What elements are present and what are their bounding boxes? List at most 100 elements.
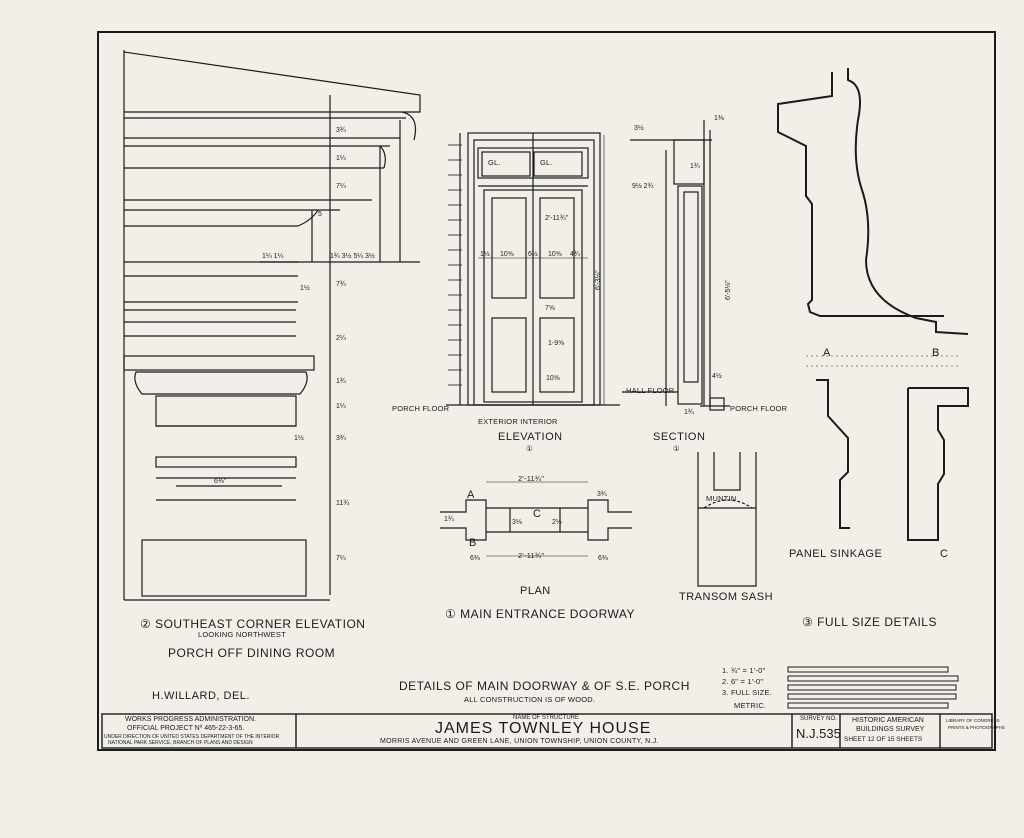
transom-glass-right: GL. xyxy=(540,158,553,167)
svg-text:1¾: 1¾ xyxy=(336,378,346,385)
structure-name: JAMES TOWNLEY HOUSE xyxy=(435,720,652,737)
plan-drawing xyxy=(440,481,632,557)
svg-text:7¼: 7¼ xyxy=(336,555,346,562)
svg-text:6⅜: 6⅜ xyxy=(598,555,608,562)
corner-elevation-drawing xyxy=(123,50,421,601)
section-number: ① xyxy=(673,444,680,453)
corner-elevation-title: ② SOUTHEAST CORNER ELEVATION xyxy=(140,617,366,631)
svg-text:6'-3⅛": 6'-3⅛" xyxy=(595,270,602,290)
corner-elevation-caption: PORCH OFF DINING ROOM xyxy=(168,646,336,660)
svg-text:1½: 1½ xyxy=(294,434,304,442)
scale-bars xyxy=(787,666,959,709)
full-size-profile-a xyxy=(777,68,969,335)
doorway-elevation-drawing xyxy=(446,132,620,406)
agency-line-3: UNDER DIRECTION OF UNITED STATES DEPARTM… xyxy=(104,734,280,740)
svg-text:11¾: 11¾ xyxy=(336,500,349,507)
agency-line-1: WORKS PROGRESS ADMINISTRATION. xyxy=(125,716,256,723)
section-title: SECTION xyxy=(653,431,706,443)
svg-text:7⅝: 7⅝ xyxy=(545,305,555,312)
svg-text:6⅜: 6⅜ xyxy=(470,555,480,562)
svg-text:3¾: 3¾ xyxy=(597,491,607,498)
muntin-label: MUNTIN xyxy=(706,494,737,503)
agency-line-2: OFFICIAL PROJECT Nº 465-22-3-65. xyxy=(127,725,245,732)
svg-text:10⅝: 10⅝ xyxy=(546,375,560,382)
survey-number: N.J.535 xyxy=(796,726,841,741)
doorway-dimension-lines xyxy=(478,135,605,405)
full-size-label-a: A xyxy=(823,347,831,359)
svg-text:2'-11¾": 2'-11¾" xyxy=(545,215,569,222)
habs-line-2: BUILDINGS SURVEY xyxy=(856,726,925,733)
section-porch-floor-label: PORCH FLOOR xyxy=(730,404,788,413)
svg-text:10⅝: 10⅝ xyxy=(548,251,562,258)
section-dimensions: 3½ 1⅜ 1¾ 9½ 2¾ 6'-5⅛" 4½ 1¾ xyxy=(632,115,732,416)
svg-text:1¼: 1¼ xyxy=(336,155,346,162)
plan-title: PLAN xyxy=(520,585,551,597)
svg-text:6⅜": 6⅜" xyxy=(214,478,227,485)
transom-title: TRANSOM SASH xyxy=(679,591,774,603)
svg-text:1¼: 1¼ xyxy=(336,403,346,410)
svg-text:3⅛: 3⅛ xyxy=(512,519,522,526)
svg-text:1¾: 1¾ xyxy=(690,163,700,170)
doorway-section-drawing xyxy=(622,120,730,411)
transom-glass-left: GL. xyxy=(488,158,501,167)
details-title: DETAILS OF MAIN DOORWAY & OF S.E. PORCH xyxy=(399,679,690,693)
svg-text:6'-5⅛": 6'-5⅛" xyxy=(725,280,732,300)
elevation-number: ① xyxy=(526,444,533,453)
svg-text:2½: 2½ xyxy=(552,518,562,526)
svg-text:10⅝: 10⅝ xyxy=(500,251,514,258)
sheet-number: SHEET 12 OF 15 SHEETS xyxy=(844,736,923,743)
scale-item: 2. 6" = 1'-0" xyxy=(722,677,764,686)
agency-line-4: NATIONAL PARK SERVICE, BRANCH OF PLANS A… xyxy=(108,740,253,746)
plan-dim-top: 2'-11¾" xyxy=(518,474,545,483)
structure-location: MORRIS AVENUE AND GREEN LANE, UNION TOWN… xyxy=(380,738,659,745)
svg-text:3¾: 3¾ xyxy=(336,435,346,442)
svg-text:1¾: 1¾ xyxy=(444,516,454,523)
plan-label-b: B xyxy=(469,537,477,549)
full-size-profile-panel xyxy=(816,379,850,529)
details-subtitle: ALL CONSTRUCTION IS OF WOOD. xyxy=(464,695,596,704)
porch-floor-label: PORCH FLOOR xyxy=(392,404,450,413)
plan-dim-bottom: 2'-11¾" xyxy=(518,551,545,560)
svg-text:1¾ 3½ 5¼ 3½: 1¾ 3½ 5¼ 3½ xyxy=(330,252,375,260)
plan-label-a: A xyxy=(467,489,475,501)
corner-elevation-subtitle: LOOKING NORTHWEST xyxy=(198,630,286,639)
svg-text:9½ 2¾: 9½ 2¾ xyxy=(632,182,654,190)
main-entrance-title: ① MAIN ENTRANCE DOORWAY xyxy=(445,607,636,621)
svg-text:1-9⅝: 1-9⅝ xyxy=(548,340,564,347)
svg-text:1¾: 1¾ xyxy=(684,409,694,416)
hall-floor-label: HALL FLOOR xyxy=(626,386,675,395)
plan-dimensions: 1¾ 3¾ 6⅜ 6⅜ 3⅛ 2½ xyxy=(444,491,608,562)
svg-text:6½: 6½ xyxy=(528,250,538,258)
svg-text:3¾: 3¾ xyxy=(336,127,346,134)
title-block-frame xyxy=(101,713,993,749)
full-size-label-c: C xyxy=(940,548,949,560)
svg-text:7¾: 7¾ xyxy=(336,281,346,288)
transom-drawing xyxy=(697,452,757,587)
full-size-guide-lines xyxy=(806,355,960,367)
exterior-interior-label: EXTERIOR INTERIOR xyxy=(478,417,558,426)
svg-text:1½: 1½ xyxy=(480,250,490,258)
plan-label-c: C xyxy=(533,508,542,520)
delineator: H.WILLARD, DEL. xyxy=(152,690,250,702)
full-size-title: ③ FULL SIZE DETAILS xyxy=(802,615,937,629)
panel-sinkage-label: PANEL SINKAGE xyxy=(789,548,883,560)
svg-text:1¼ 1¼: 1¼ 1¼ xyxy=(262,253,284,260)
svg-text:7¼: 7¼ xyxy=(336,183,346,190)
sheet-border xyxy=(97,31,996,751)
habs-line-1: HISTORIC AMERICAN xyxy=(852,717,924,724)
structure-label: NAME OF STRUCTURE xyxy=(513,715,579,721)
scale-item: 1. ¾" = 1'-0" xyxy=(722,666,766,675)
svg-text:3½: 3½ xyxy=(634,124,644,132)
elevation-title: ELEVATION xyxy=(498,431,563,443)
full-size-label-b: B xyxy=(932,347,940,359)
svg-text:2¼: 2¼ xyxy=(336,335,346,342)
siding-lines xyxy=(448,144,462,386)
svg-text:4½: 4½ xyxy=(712,372,722,380)
stamp-line-2: PRINTS & PHOTOGRAPHS xyxy=(948,725,1005,730)
scale-item: 3. FULL SIZE. xyxy=(722,688,772,697)
svg-text:1⅜: 1⅜ xyxy=(714,115,724,122)
svg-text:1½: 1½ xyxy=(300,284,310,292)
